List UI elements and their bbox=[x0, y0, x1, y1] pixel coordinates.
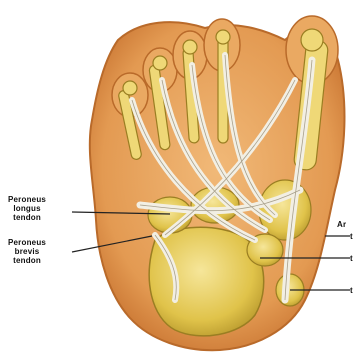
label-right-partial-a: Ar bbox=[337, 220, 346, 229]
calcaneus-bone bbox=[149, 227, 263, 336]
label-peroneus-longus-tendon: Peroneus longus tendon bbox=[8, 195, 46, 222]
label-peroneus-brevis-tendon: Peroneus brevis tendon bbox=[8, 238, 46, 265]
label-right-partial-c: t bbox=[350, 254, 353, 263]
label-right-partial-d: t bbox=[350, 286, 353, 295]
label-right-partial-b: t bbox=[350, 232, 353, 241]
